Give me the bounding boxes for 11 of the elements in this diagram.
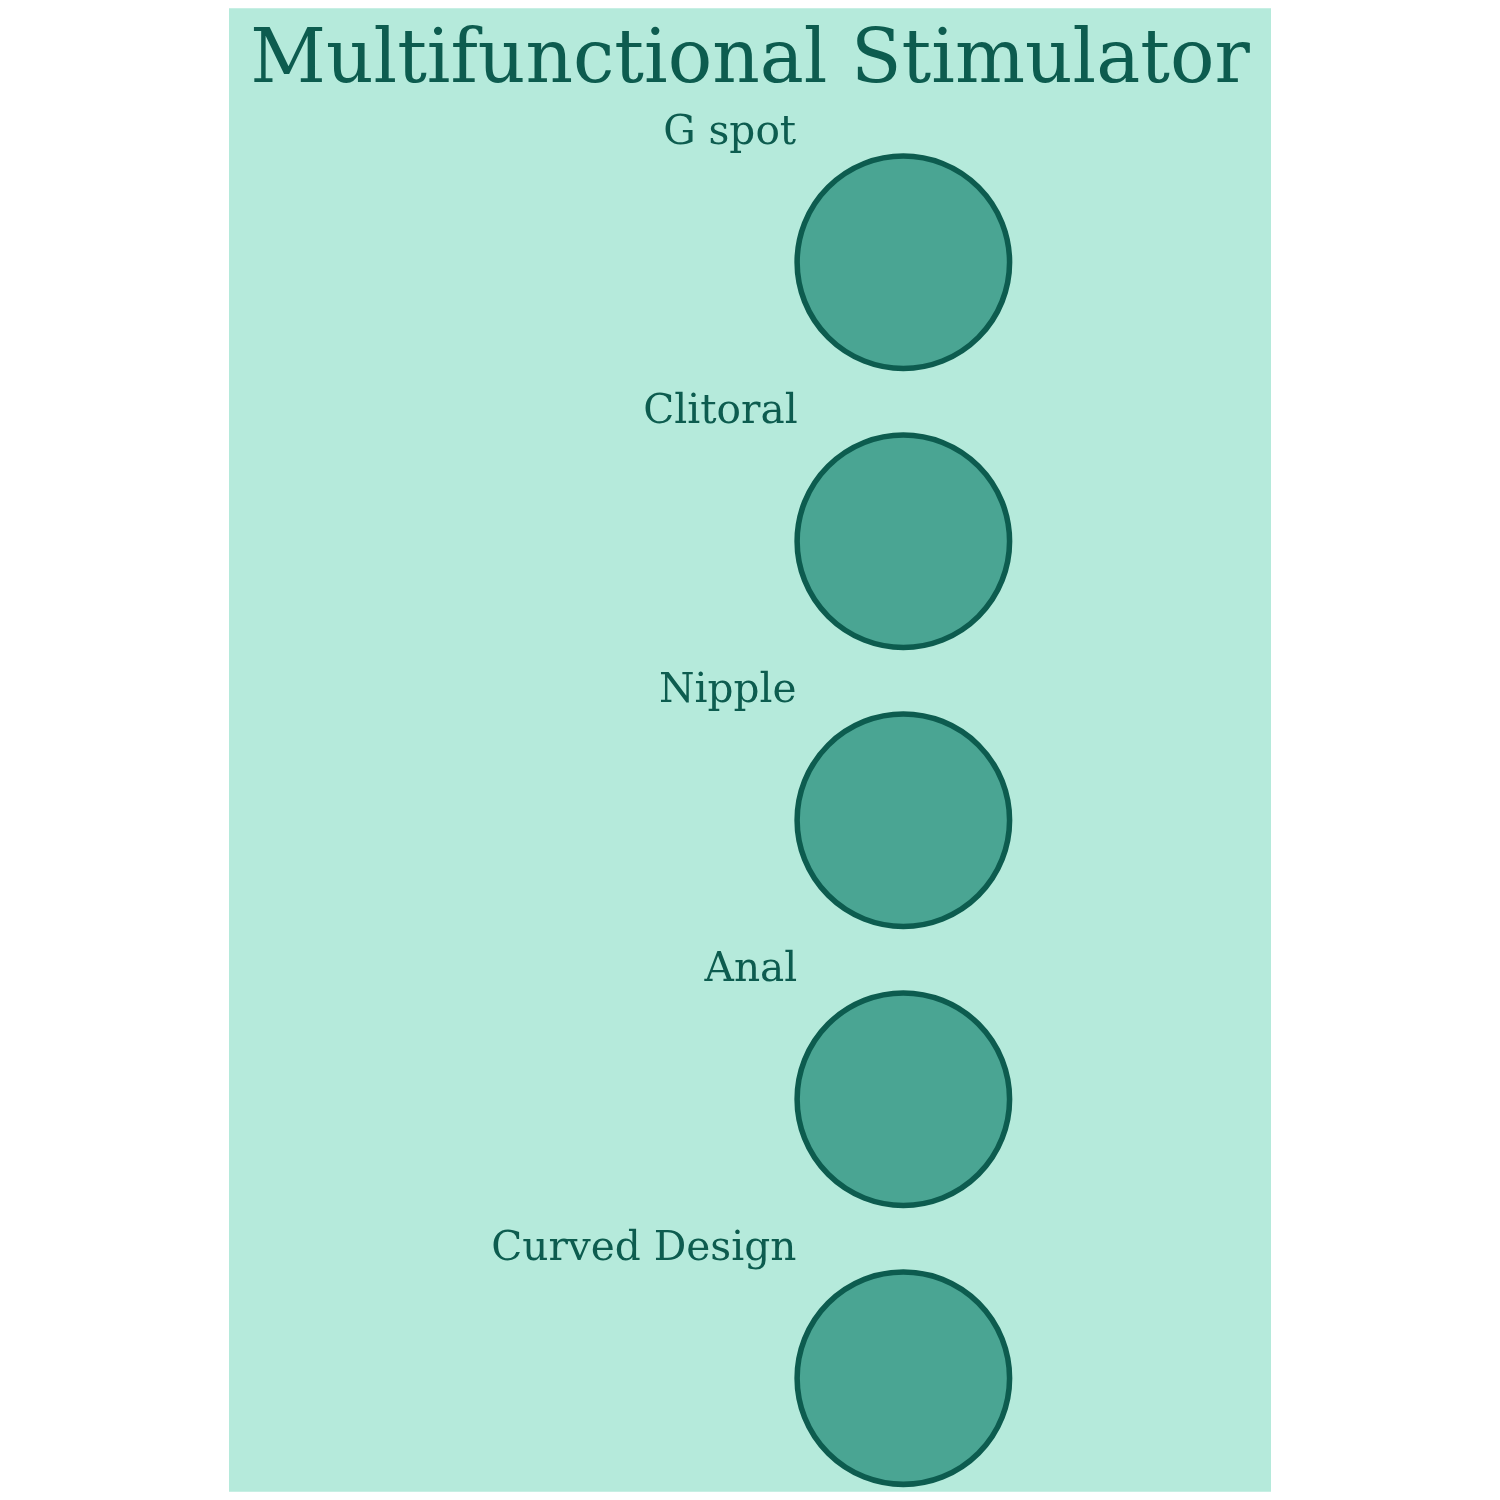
node-circle	[794, 432, 1013, 651]
node-label: Clitoral	[643, 385, 798, 434]
node-circle	[794, 711, 1013, 930]
node-label: Anal	[704, 943, 798, 992]
node-circle	[794, 1269, 1013, 1488]
node-circle	[794, 990, 1013, 1209]
node-label: G spot	[663, 106, 797, 155]
diagram-title: Multifunctional Stimulator	[250, 13, 1250, 100]
node-circle	[794, 153, 1013, 372]
node-label: Curved Design	[491, 1222, 797, 1271]
node-label: Nipple	[659, 664, 797, 713]
